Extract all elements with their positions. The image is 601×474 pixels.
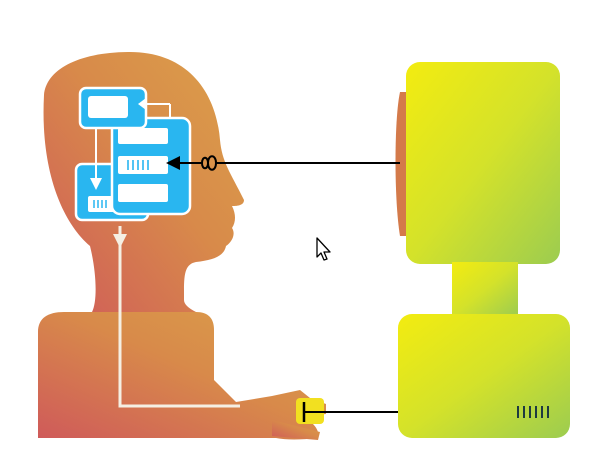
connectors xyxy=(166,155,400,422)
computer-neck xyxy=(452,262,518,316)
monitor-screen-edge xyxy=(395,92,408,236)
motor-arrow-down-icon xyxy=(113,234,127,248)
brain-process-diagram xyxy=(74,86,192,222)
process-box-center-slot-3 xyxy=(118,184,168,202)
arrow-down-left-icon xyxy=(90,178,102,190)
vent-lines-icon xyxy=(517,406,549,418)
arrow-to-top-box-icon xyxy=(138,98,146,110)
human-torso xyxy=(38,312,326,440)
process-box-bottom-lines-icon xyxy=(93,200,107,208)
computer-monitor xyxy=(406,62,560,264)
computer-figure xyxy=(395,62,570,438)
computer-base-unit xyxy=(398,314,570,438)
mouse-pointer-icon xyxy=(316,237,331,261)
perception-arrow-icon xyxy=(166,156,180,170)
process-box-center-lines-icon xyxy=(127,160,149,170)
motor-nerve-line xyxy=(118,226,240,408)
process-box-center-slot-1 xyxy=(118,128,168,144)
human-figure xyxy=(38,52,326,440)
human-fingers xyxy=(272,420,320,440)
process-box-top-inner xyxy=(88,96,128,118)
